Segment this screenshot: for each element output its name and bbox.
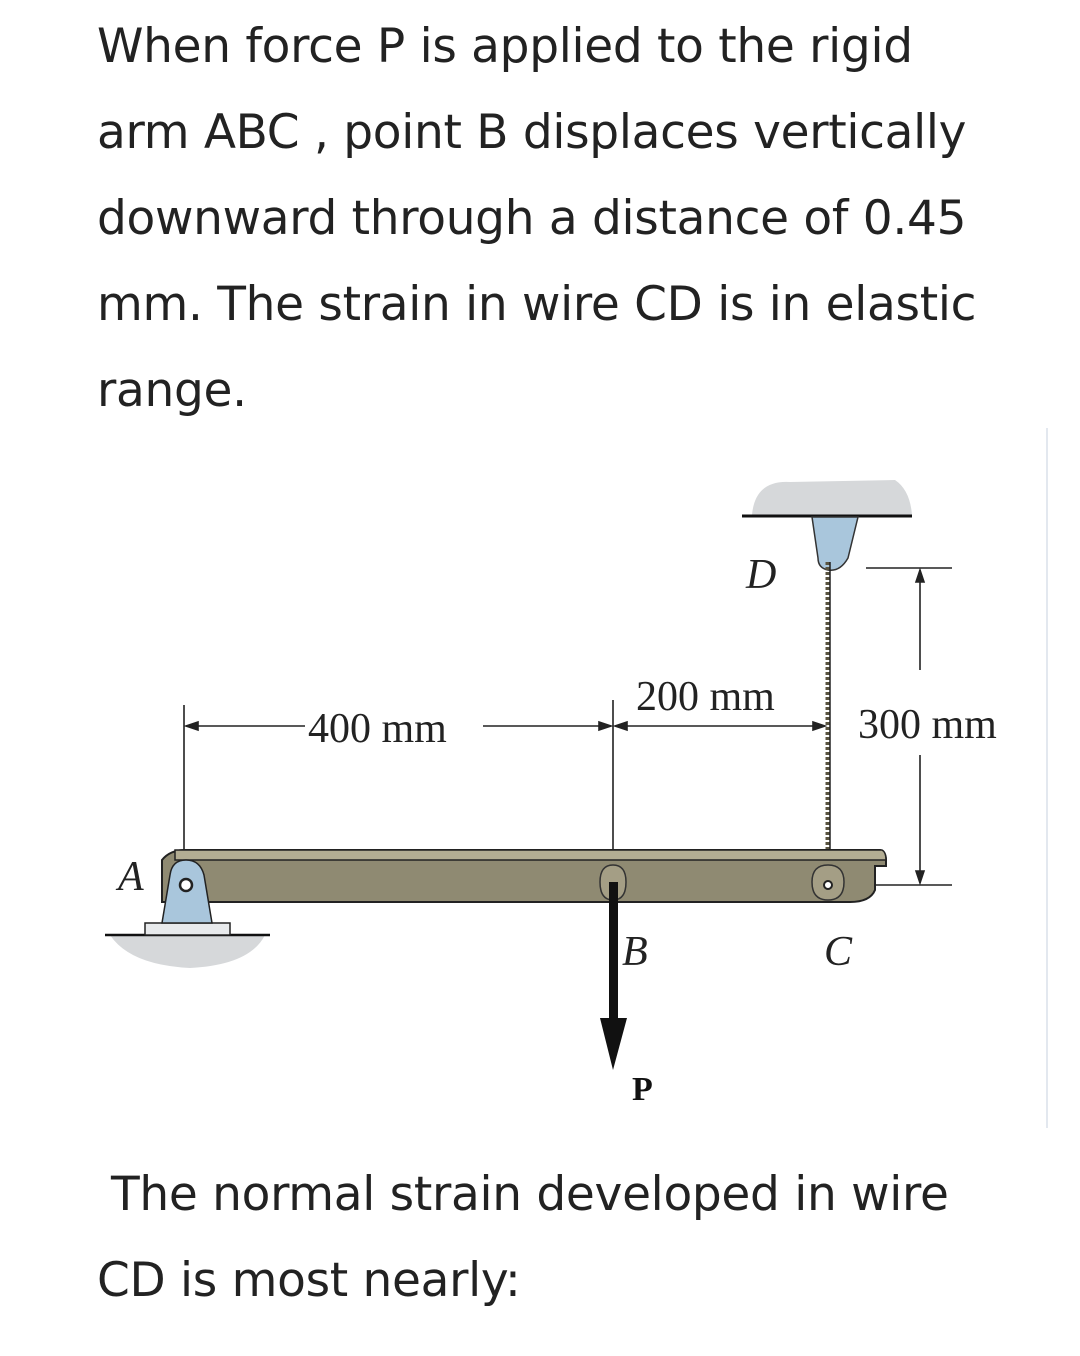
ground-support-a bbox=[105, 922, 270, 968]
label-d: D bbox=[745, 552, 776, 598]
figure-rigid-arm: A B C D P 400 mm 200 mm 300 mm bbox=[100, 420, 1060, 1140]
force-p-arrow bbox=[600, 882, 627, 1070]
label-a: A bbox=[115, 854, 144, 900]
intro-line: arm ABC , point B displaces vertically bbox=[97, 105, 967, 160]
question-line: CD is most nearly: bbox=[97, 1253, 521, 1308]
ceiling-support bbox=[742, 480, 912, 571]
label-b: B bbox=[622, 929, 648, 975]
pin-support-a bbox=[161, 859, 213, 924]
rigid-arm-abc bbox=[161, 849, 887, 903]
intro-line: mm. The strain in wire CD is in elastic bbox=[97, 277, 977, 332]
intro-line: downward through a distance of 0.45 bbox=[97, 191, 967, 246]
problem-statement: When force P is applied to the rigid arm… bbox=[97, 4, 1077, 434]
dimension-lines bbox=[183, 567, 952, 886]
dim-bc-label: 200 mm bbox=[636, 674, 775, 720]
intro-line: When force P is applied to the rigid bbox=[97, 19, 913, 74]
figure-border bbox=[1046, 428, 1048, 1128]
dim-ab-label: 400 mm bbox=[308, 706, 447, 752]
label-c: C bbox=[824, 929, 853, 975]
question-prompt: The normal strain developed in wire CD i… bbox=[97, 1152, 1077, 1324]
intro-line: range. bbox=[97, 363, 247, 418]
dim-cd-label: 300 mm bbox=[858, 702, 997, 748]
question-line: The normal strain developed in wire bbox=[111, 1167, 949, 1222]
label-p: P bbox=[632, 1071, 653, 1108]
